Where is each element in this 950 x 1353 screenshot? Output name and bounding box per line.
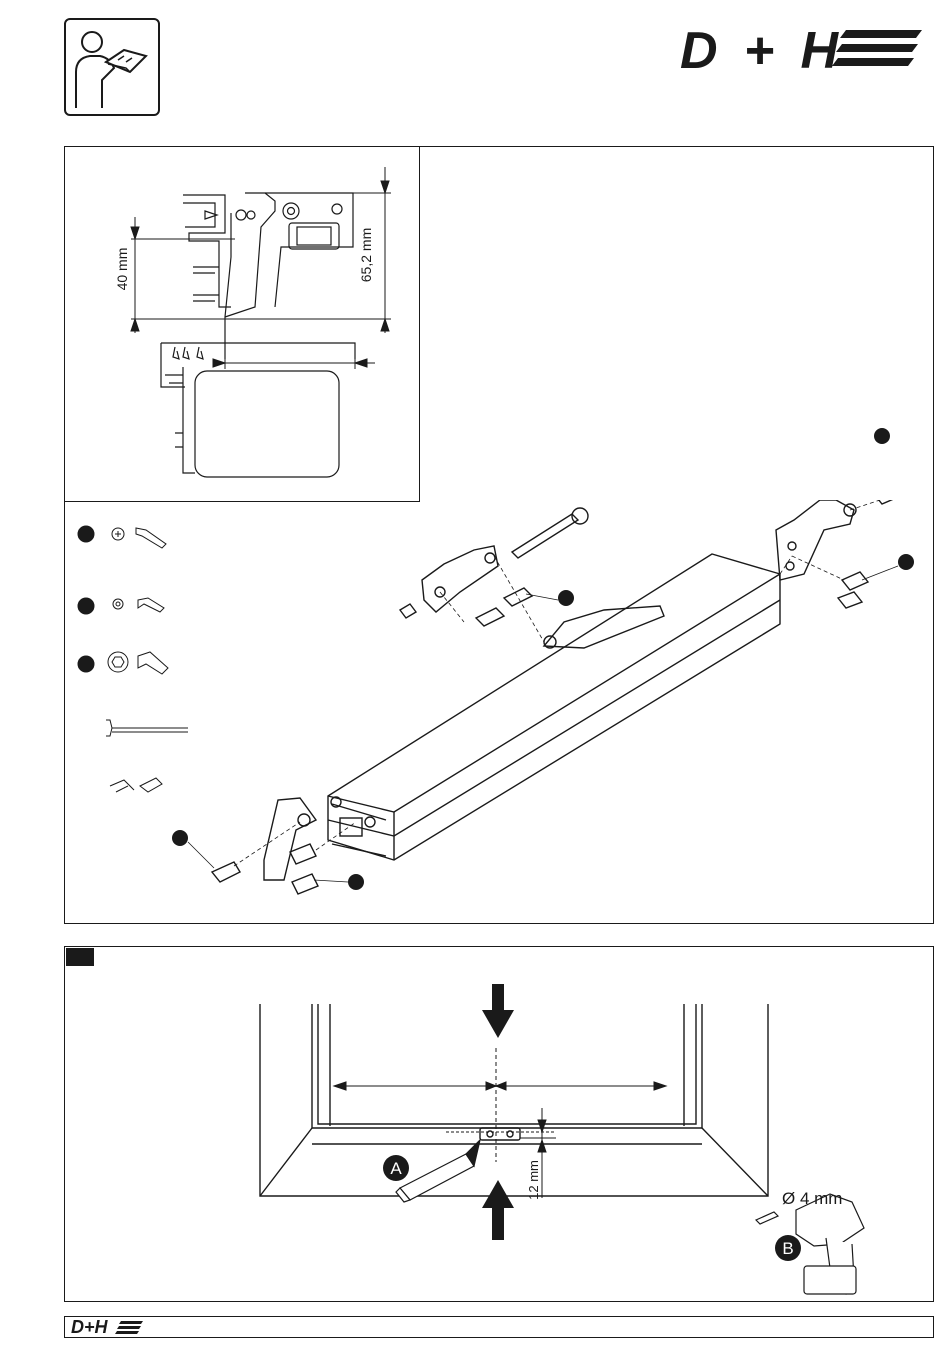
part-bullet-1 <box>78 526 94 542</box>
footer-brand-logo: D+H <box>71 1317 109 1337</box>
callout-pin-left <box>172 830 188 846</box>
exploded-view <box>64 500 934 924</box>
part-bullet-2 <box>78 598 94 614</box>
arrow-down-icon <box>482 984 514 1038</box>
read-instructions-icon <box>64 18 160 116</box>
arrow-up-icon <box>482 1180 514 1240</box>
brand-logo: D+H <box>676 22 922 74</box>
callout-screws-right <box>898 554 914 570</box>
brand-logo-text: D+H <box>680 22 839 74</box>
drill-icon <box>756 1194 864 1294</box>
callout-screws-mid <box>558 590 574 606</box>
drill-b-label: B <box>782 1239 793 1258</box>
dim-65mm-label: 65,2 mm <box>358 228 374 282</box>
marking-diagram: A 12 mm Ø 4 mm B <box>66 948 932 1300</box>
part-bullet-3 <box>78 656 94 672</box>
drill-diameter-label: Ø 4 mm <box>782 1189 842 1208</box>
dim-12mm-label: 12 mm <box>526 1160 541 1200</box>
dim-40mm-label: 40 mm <box>114 248 130 291</box>
callout-bullet-top-right <box>874 428 890 444</box>
footer-bar: D+H <box>64 1316 934 1338</box>
callout-screws-left <box>348 874 364 890</box>
cross-section-detail: 40 mm 65,2 mm <box>64 146 420 502</box>
marker-a-label: A <box>390 1159 402 1178</box>
